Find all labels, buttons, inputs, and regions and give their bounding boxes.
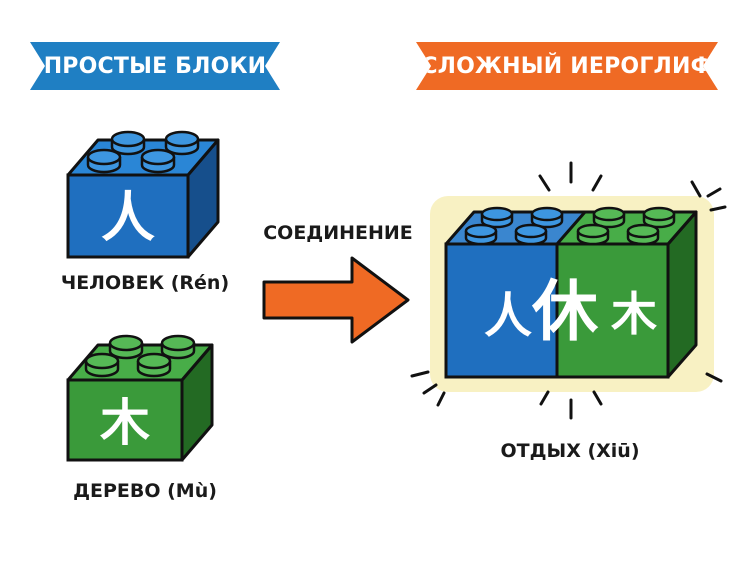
person-block: 人 bbox=[66, 130, 220, 259]
join-label: СОЕДИНЕНИЕ bbox=[263, 222, 413, 244]
simple-blocks-banner: ПРОСТЫЕ БЛОКИ bbox=[30, 42, 280, 90]
tree-block: 木 bbox=[66, 334, 214, 462]
tree-label: ДЕРЕВО (Mù) bbox=[73, 480, 217, 502]
tree-glyph: 木 bbox=[100, 394, 150, 452]
combined-block: 人 休 木 bbox=[430, 196, 714, 392]
combined-glyph-person: 人 bbox=[484, 288, 532, 344]
complex-glyph-banner: СЛОЖНЫЙ ИЕРОГЛИФ bbox=[416, 42, 718, 90]
combined-glyph-rest: 休 bbox=[531, 273, 599, 350]
person-label: ЧЕЛОВЕК (Rén) bbox=[60, 272, 230, 294]
join-arrow bbox=[262, 256, 410, 344]
sparkle-lines bbox=[410, 161, 727, 420]
person-glyph: 人 bbox=[101, 186, 155, 249]
rest-label: ОТДЫХ (Xiū) bbox=[500, 440, 640, 462]
combined-glyph-tree: 木 bbox=[611, 287, 657, 341]
